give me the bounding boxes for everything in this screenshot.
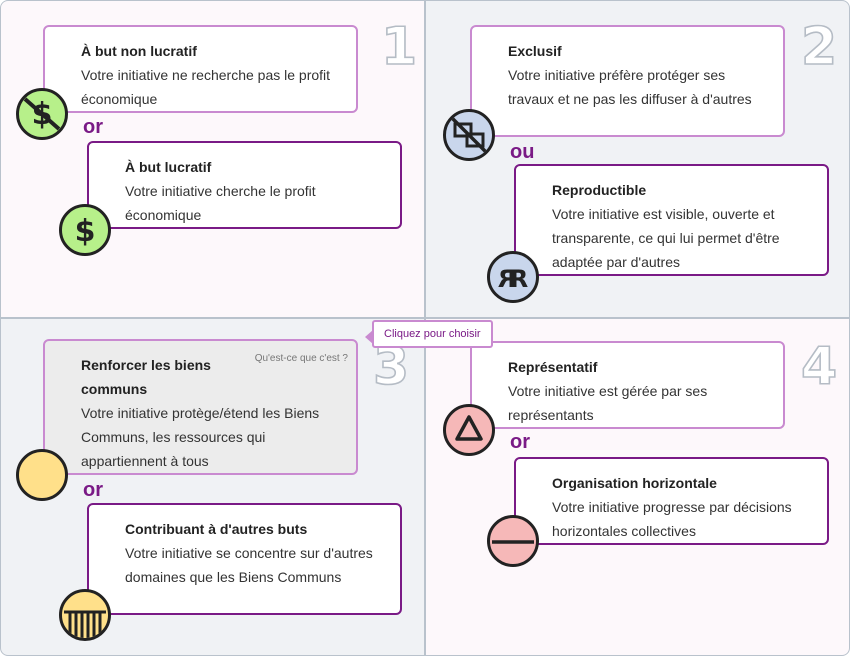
option-description: Votre initiative préfère protéger ses tr… bbox=[508, 67, 752, 107]
quadrant-number: 2 bbox=[800, 17, 838, 77]
svg-text:$: $ bbox=[75, 214, 96, 249]
fence-icon[interactable] bbox=[59, 589, 111, 641]
option-description: Votre initiative cherche le profit écono… bbox=[125, 183, 316, 223]
reproducible-icon[interactable]: R R bbox=[487, 251, 539, 303]
option-title: Exclusif bbox=[508, 43, 562, 59]
option-description: Votre initiative ne recherche pas le pro… bbox=[81, 67, 331, 107]
conjunction-label: or bbox=[83, 479, 103, 501]
option-representative[interactable]: Représentatif Votre initiative est gérée… bbox=[470, 341, 785, 429]
svg-text:R: R bbox=[498, 265, 516, 293]
conjunction-label: ou bbox=[510, 141, 535, 163]
quadrant-2: 2 Exclusif Votre initiative préfère prot… bbox=[425, 0, 850, 318]
choose-tooltip: Cliquez pour choisir bbox=[365, 320, 493, 348]
exclusive-icon[interactable] bbox=[443, 109, 495, 161]
option-reproducible[interactable]: Reproductible Votre initiative est visib… bbox=[514, 164, 829, 276]
option-horizontal[interactable]: Organisation horizontale Votre initiativ… bbox=[514, 457, 829, 545]
quadrant-3: 3 Qu'est-ce que c'est ? Renforcer les bi… bbox=[0, 318, 425, 656]
quadrant-number: 3 bbox=[372, 337, 410, 397]
option-title: Représentatif bbox=[508, 359, 598, 375]
option-title: À but non lucratif bbox=[81, 43, 197, 59]
option-description: Votre initiative est gérée par ses repré… bbox=[508, 383, 708, 423]
option-title: À but lucratif bbox=[125, 159, 212, 175]
conjunction-label: or bbox=[510, 431, 530, 453]
dollar-icon[interactable]: $ bbox=[59, 204, 111, 256]
option-description: Votre initiative est visible, ouverte et… bbox=[552, 206, 780, 270]
quadrant-1: 1 À but non lucratif Votre initiative ne… bbox=[0, 0, 425, 318]
option-for-profit[interactable]: À but lucratif Votre initiative cherche … bbox=[87, 141, 402, 229]
option-description: Votre initiative se concentre sur d'autr… bbox=[125, 545, 373, 585]
option-title: Reproductible bbox=[552, 182, 647, 198]
svg-text:R: R bbox=[510, 265, 528, 293]
option-exclusive[interactable]: Exclusif Votre initiative préfère protég… bbox=[470, 25, 785, 137]
no-dollar-icon[interactable]: $ bbox=[16, 88, 68, 140]
quadrant-4: 4 Représentatif Votre initiative est gér… bbox=[425, 318, 850, 656]
option-title: Organisation horizontale bbox=[552, 475, 717, 491]
option-non-profit[interactable]: À but non lucratif Votre initiative ne r… bbox=[43, 25, 358, 113]
option-title: Contribuant à d'autres buts bbox=[125, 521, 308, 537]
option-strengthen-commons[interactable]: Qu'est-ce que c'est ? Renforcer les bien… bbox=[43, 339, 358, 475]
option-other-goals[interactable]: Contribuant à d'autres buts Votre initia… bbox=[87, 503, 402, 615]
option-description: Votre initiative progresse par décisions… bbox=[552, 499, 792, 539]
conjunction-label: or bbox=[83, 116, 103, 138]
quadrant-number: 1 bbox=[380, 17, 418, 77]
triangle-icon[interactable] bbox=[443, 404, 495, 456]
option-title: Renforcer les biens communs bbox=[81, 357, 211, 397]
horizontal-line-icon[interactable] bbox=[487, 515, 539, 567]
whats-this-link[interactable]: Qu'est-ce que c'est ? bbox=[254, 353, 348, 364]
option-description: Votre initiative protège/étend les Biens… bbox=[81, 405, 320, 469]
quadrant-number: 4 bbox=[800, 337, 838, 397]
circle-icon[interactable] bbox=[16, 449, 68, 501]
